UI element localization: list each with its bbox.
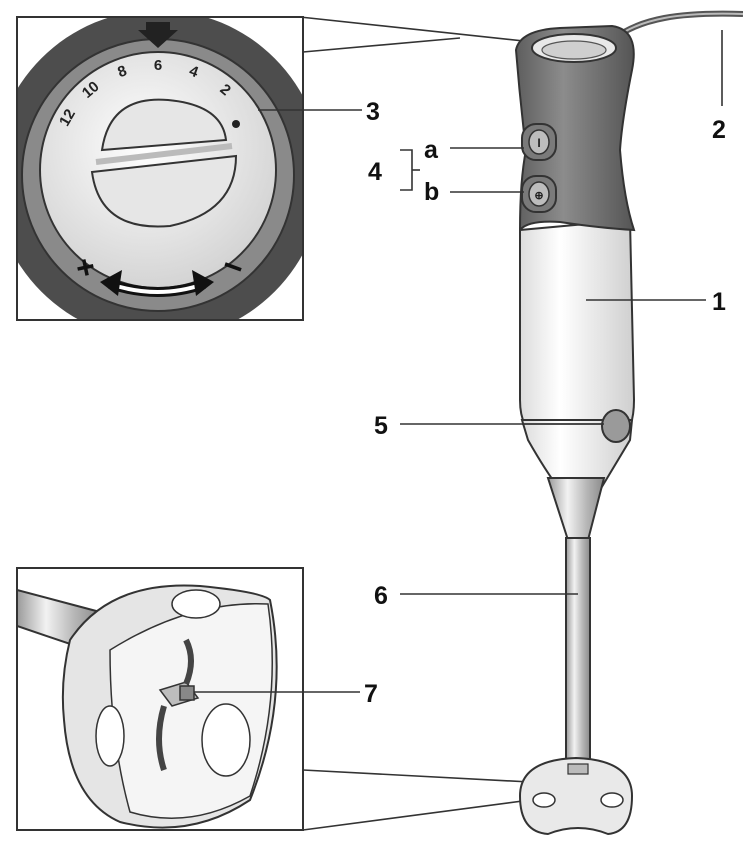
release-button[interactable]	[601, 409, 631, 443]
dial-knob-lower[interactable]	[90, 154, 238, 228]
motor-housing	[519, 218, 636, 441]
callout-leader-lines	[194, 30, 723, 693]
speed-scale-label: 12	[56, 106, 79, 129]
svg-text:I: I	[537, 136, 540, 150]
svg-text:⊕: ⊕	[534, 190, 543, 202]
callout-5: 5	[374, 412, 388, 440]
dial-position-marker	[138, 22, 178, 48]
shaft-coupling	[546, 477, 606, 541]
speed-scale-label: 6	[154, 57, 162, 74]
button-a[interactable]: I	[521, 123, 557, 161]
dial-knob-upper[interactable]	[100, 98, 228, 152]
button-b[interactable]: ⊕	[521, 175, 557, 213]
blending-shaft	[565, 537, 591, 771]
callout-6: 6	[374, 582, 388, 610]
callout-4a: a	[424, 136, 439, 164]
blade-guard	[518, 756, 634, 836]
callout-3: 3	[366, 98, 380, 126]
callout-7: 7	[364, 680, 378, 708]
callout-4: 4	[368, 158, 382, 186]
cutting-blade	[156, 638, 200, 771]
blade-inset	[17, 568, 303, 830]
callout-4b: b	[424, 178, 439, 206]
power-cord	[610, 10, 743, 43]
hand-blender: I ⊕	[514, 10, 743, 836]
callout-2: 2	[712, 116, 726, 144]
callout-1: 1	[712, 288, 726, 316]
